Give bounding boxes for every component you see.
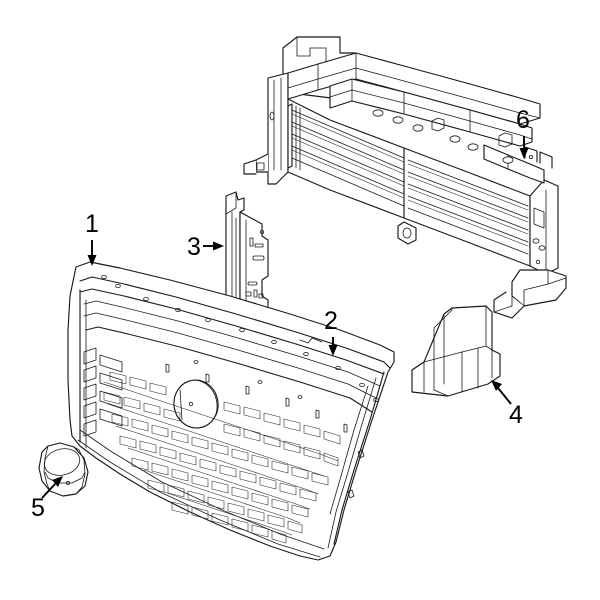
- callout-5-number: 5: [31, 494, 45, 522]
- callout-1-number: 1: [85, 210, 99, 238]
- callout-4[interactable]: 4: [491, 380, 523, 429]
- callout-3-arrowhead: [213, 241, 224, 251]
- callout-2-arrowhead: [328, 345, 338, 356]
- callout-5[interactable]: 5: [31, 476, 63, 522]
- callout-5-arrowhead: [52, 476, 63, 487]
- callout-4-number: 4: [509, 401, 523, 429]
- callout-6-number: 6: [516, 106, 530, 134]
- part-front-grille-panel[interactable]: [67, 261, 395, 561]
- callout-2-number: 2: [324, 307, 338, 335]
- part-grille-emblem-badge[interactable]: [38, 442, 89, 497]
- callout-4-arrowhead: [491, 380, 502, 391]
- part-grille-side-mounting-bracket[interactable]: [225, 191, 269, 323]
- part-air-deflector-duct[interactable]: [411, 305, 501, 397]
- callout-1[interactable]: 1: [85, 210, 99, 266]
- callout-3[interactable]: 3: [187, 233, 224, 261]
- callout-1-arrowhead: [87, 255, 97, 266]
- callout-6[interactable]: 6: [516, 106, 530, 159]
- part-radiator-support-shutter-assembly[interactable]: [243, 36, 567, 319]
- grille-mesh-pattern: [103, 371, 341, 544]
- callout-2[interactable]: 2: [324, 307, 338, 356]
- callout-5-leader: [41, 482, 57, 499]
- callout-3-number: 3: [187, 233, 201, 261]
- callout-6-arrowhead: [519, 148, 529, 159]
- callout-4-leader: [497, 387, 512, 405]
- callout-layer: 1 2 3 4 5 6: [31, 106, 530, 522]
